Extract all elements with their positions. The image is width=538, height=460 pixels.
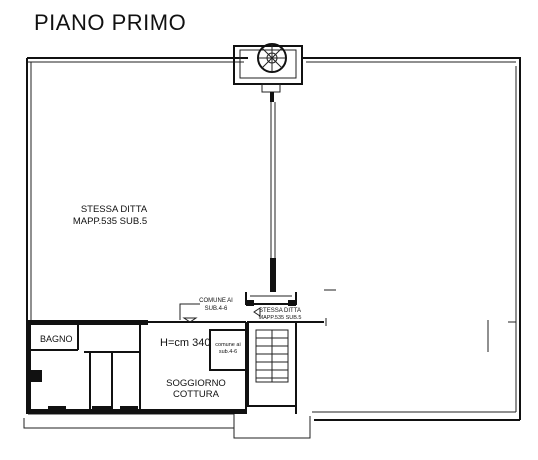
spiral-stair-tower <box>233 43 303 102</box>
label-comune-small: comune ai <box>215 342 240 348</box>
pointer-arrow-icon <box>253 307 261 317</box>
label-comune-top: COMUNE AI <box>199 298 233 304</box>
label-mapp-main: MAPP.535 SUB.5 <box>73 216 147 227</box>
stairwell <box>247 321 324 414</box>
right-area-marks <box>324 289 516 352</box>
label-comune-small-sub: sub.4-6 <box>219 349 237 355</box>
label-height: H=cm 340 <box>160 337 210 349</box>
label-stessa-ditta-main: STESSA DITTA <box>81 204 148 215</box>
label-cottura: COTTURA <box>173 389 220 400</box>
stair-landing <box>245 292 297 306</box>
label-bagno: BAGNO <box>40 334 73 344</box>
label-soggiorno: SOGGIORNO <box>166 378 226 389</box>
label-stessa-ditta-small: STESSA DITTA <box>259 308 301 314</box>
plan-title: PIANO PRIMO <box>34 10 186 35</box>
apartment-block <box>26 303 247 414</box>
label-comune-top-sub: SUB.4-6 <box>205 306 228 312</box>
central-partition <box>270 102 276 292</box>
label-mapp-small: MAPP.535 SUB.5 <box>258 315 301 321</box>
